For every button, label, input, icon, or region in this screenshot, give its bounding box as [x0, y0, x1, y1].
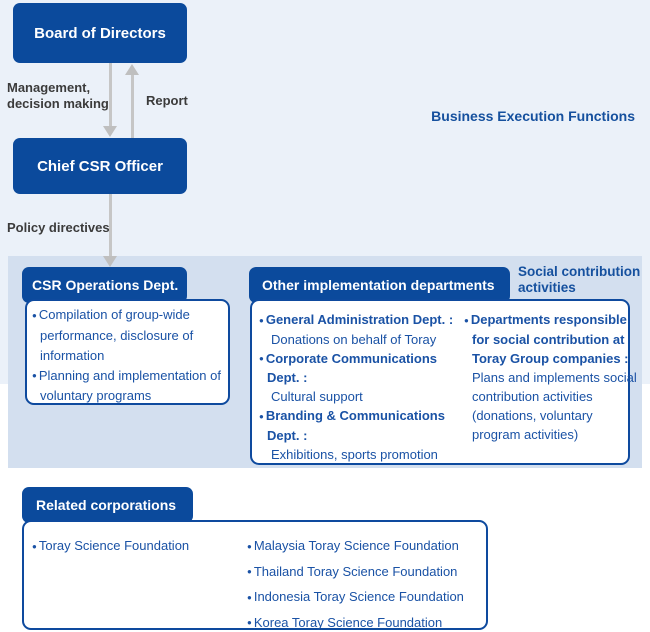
list-item-line: information	[32, 346, 224, 366]
list-item-text: Thailand Toray Science Foundation	[253, 563, 458, 579]
list-item-text: Plans and implements social	[472, 369, 637, 385]
list-item-text: Toray Group companies :	[472, 350, 629, 366]
list-item-line: contribution activities	[464, 387, 637, 406]
list-item-line: Dept. :	[259, 368, 453, 387]
list-item-line: Dept. :	[259, 426, 453, 445]
related-right-column: ●Malaysia Toray Science Foundation ●Thai…	[247, 533, 464, 632]
arrow-line-chief-to-depts	[109, 194, 112, 257]
arrow-line-chief-to-board	[131, 74, 134, 138]
social-contribution-line1: Social contribution	[518, 264, 641, 279]
list-item: ●Compilation of group-wide	[32, 305, 224, 326]
chief-csr-officer-label: Chief CSR Officer	[37, 157, 163, 175]
csr-operations-header: CSR Operations Dept.	[22, 267, 187, 303]
list-item-text: (donations, voluntary	[472, 407, 593, 423]
list-item: ●Toray Science Foundation	[32, 533, 189, 559]
list-item: ●Corporate Communications	[259, 349, 453, 369]
bullet-icon: ●	[464, 315, 469, 325]
other-departments-header: Other implementation departments	[249, 267, 510, 303]
list-item-text: General Administration Dept. :	[265, 312, 454, 327]
bullet-icon: ●	[259, 354, 264, 363]
list-item-line: Donations on behalf of Toray	[259, 330, 453, 349]
list-item: ●Korea Toray Science Foundation	[247, 610, 464, 632]
list-item-line: Cultural support	[259, 387, 453, 406]
list-item-text: Dept. :	[267, 427, 308, 443]
bullet-icon: ●	[247, 618, 252, 627]
list-item-line: program activities)	[464, 425, 637, 444]
list-item-line: for social contribution at	[464, 330, 637, 349]
other-departments-title: Other implementation departments	[262, 277, 495, 293]
arrow-up-icon	[125, 64, 139, 75]
list-item-text: Korea Toray Science Foundation	[253, 614, 443, 630]
list-item-line: Toray Group companies :	[464, 349, 637, 368]
bullet-icon: ●	[247, 592, 252, 602]
management-decision-line2: decision making	[7, 96, 109, 111]
arrow-down-icon	[103, 126, 117, 137]
related-corporations-box: ●Toray Science Foundation ●Malaysia Tora…	[22, 520, 488, 630]
bullet-icon: ●	[32, 541, 37, 551]
list-item-text: program activities)	[472, 426, 579, 442]
list-item-text: for social contribution at	[472, 331, 625, 347]
list-item: ●Malaysia Toray Science Foundation	[247, 533, 464, 559]
social-contribution-label: Social contribution activities	[518, 264, 640, 296]
board-of-directors-label: Board of Directors	[34, 24, 166, 42]
list-item: ●Departments responsible	[464, 310, 637, 330]
bullet-icon: ●	[32, 371, 37, 380]
related-left-column: ●Toray Science Foundation	[32, 533, 189, 559]
list-item-line: (donations, voluntary	[464, 406, 637, 425]
other-departments-box: ●General Administration Dept. : Donation…	[250, 299, 637, 465]
list-item: ●General Administration Dept. :	[259, 310, 453, 330]
list-item: ●Branding & Communications	[259, 406, 453, 426]
csr-operations-box: ●Compilation of group-wide performance, …	[25, 299, 230, 405]
policy-directives-label: Policy directives	[7, 220, 110, 235]
bullet-icon: ●	[32, 310, 37, 320]
list-item: ●Planning and implementation of	[32, 366, 224, 387]
list-item-text: Exhibitions, sports promotion	[271, 446, 438, 462]
list-item-text: performance, disclosure of	[40, 327, 194, 343]
list-item-text: Compilation of group-wide	[38, 307, 190, 322]
other-departments-right-column: ●Departments responsible for social cont…	[464, 310, 637, 444]
list-item-line: performance, disclosure of	[32, 326, 224, 346]
bullet-icon: ●	[259, 315, 264, 325]
social-contribution-line2: activities	[518, 280, 576, 295]
list-item-text: Dept. :	[267, 370, 308, 385]
list-item-line: voluntary programs	[32, 386, 224, 406]
management-decision-label: Management, decision making	[7, 80, 109, 112]
list-item-text: Cultural support	[271, 389, 363, 404]
bullet-icon: ●	[247, 541, 252, 551]
csr-operations-title: CSR Operations Dept.	[32, 277, 179, 293]
list-item-text: Planning and implementation of	[38, 367, 221, 383]
related-corporations-header: Related corporations	[22, 487, 193, 523]
list-item-line: Exhibitions, sports promotion	[259, 445, 453, 464]
list-item-text: Donations on behalf of Toray	[271, 331, 437, 347]
list-item-text: Branding & Communications	[265, 408, 445, 423]
list-item: ●Thailand Toray Science Foundation	[247, 559, 464, 585]
list-item-text: contribution activities	[472, 388, 593, 404]
band-title: Business Execution Functions	[431, 108, 635, 124]
list-item-text: Toray Science Foundation	[38, 538, 190, 553]
bullet-icon: ●	[259, 411, 264, 421]
list-item-text: Malaysia Toray Science Foundation	[253, 538, 459, 553]
board-of-directors-box: Board of Directors	[13, 3, 187, 63]
arrow-line-board-to-chief	[109, 63, 112, 127]
list-item-text: voluntary programs	[40, 388, 152, 403]
list-item-line: Plans and implements social	[464, 368, 637, 387]
arrow-down-icon	[103, 256, 117, 267]
list-item-text: Corporate Communications	[265, 350, 438, 366]
chief-csr-officer-box: Chief CSR Officer	[13, 138, 187, 194]
list-item-text: Indonesia Toray Science Foundation	[253, 589, 464, 604]
list-item: ●Indonesia Toray Science Foundation	[247, 584, 464, 610]
list-item-text: Departments responsible	[470, 312, 627, 327]
report-label: Report	[146, 93, 188, 108]
list-item-text: information	[40, 347, 105, 363]
other-departments-left-column: ●General Administration Dept. : Donation…	[259, 310, 453, 464]
bullet-icon: ●	[247, 567, 252, 576]
management-decision-line1: Management,	[7, 80, 91, 95]
related-corporations-title: Related corporations	[36, 497, 177, 513]
